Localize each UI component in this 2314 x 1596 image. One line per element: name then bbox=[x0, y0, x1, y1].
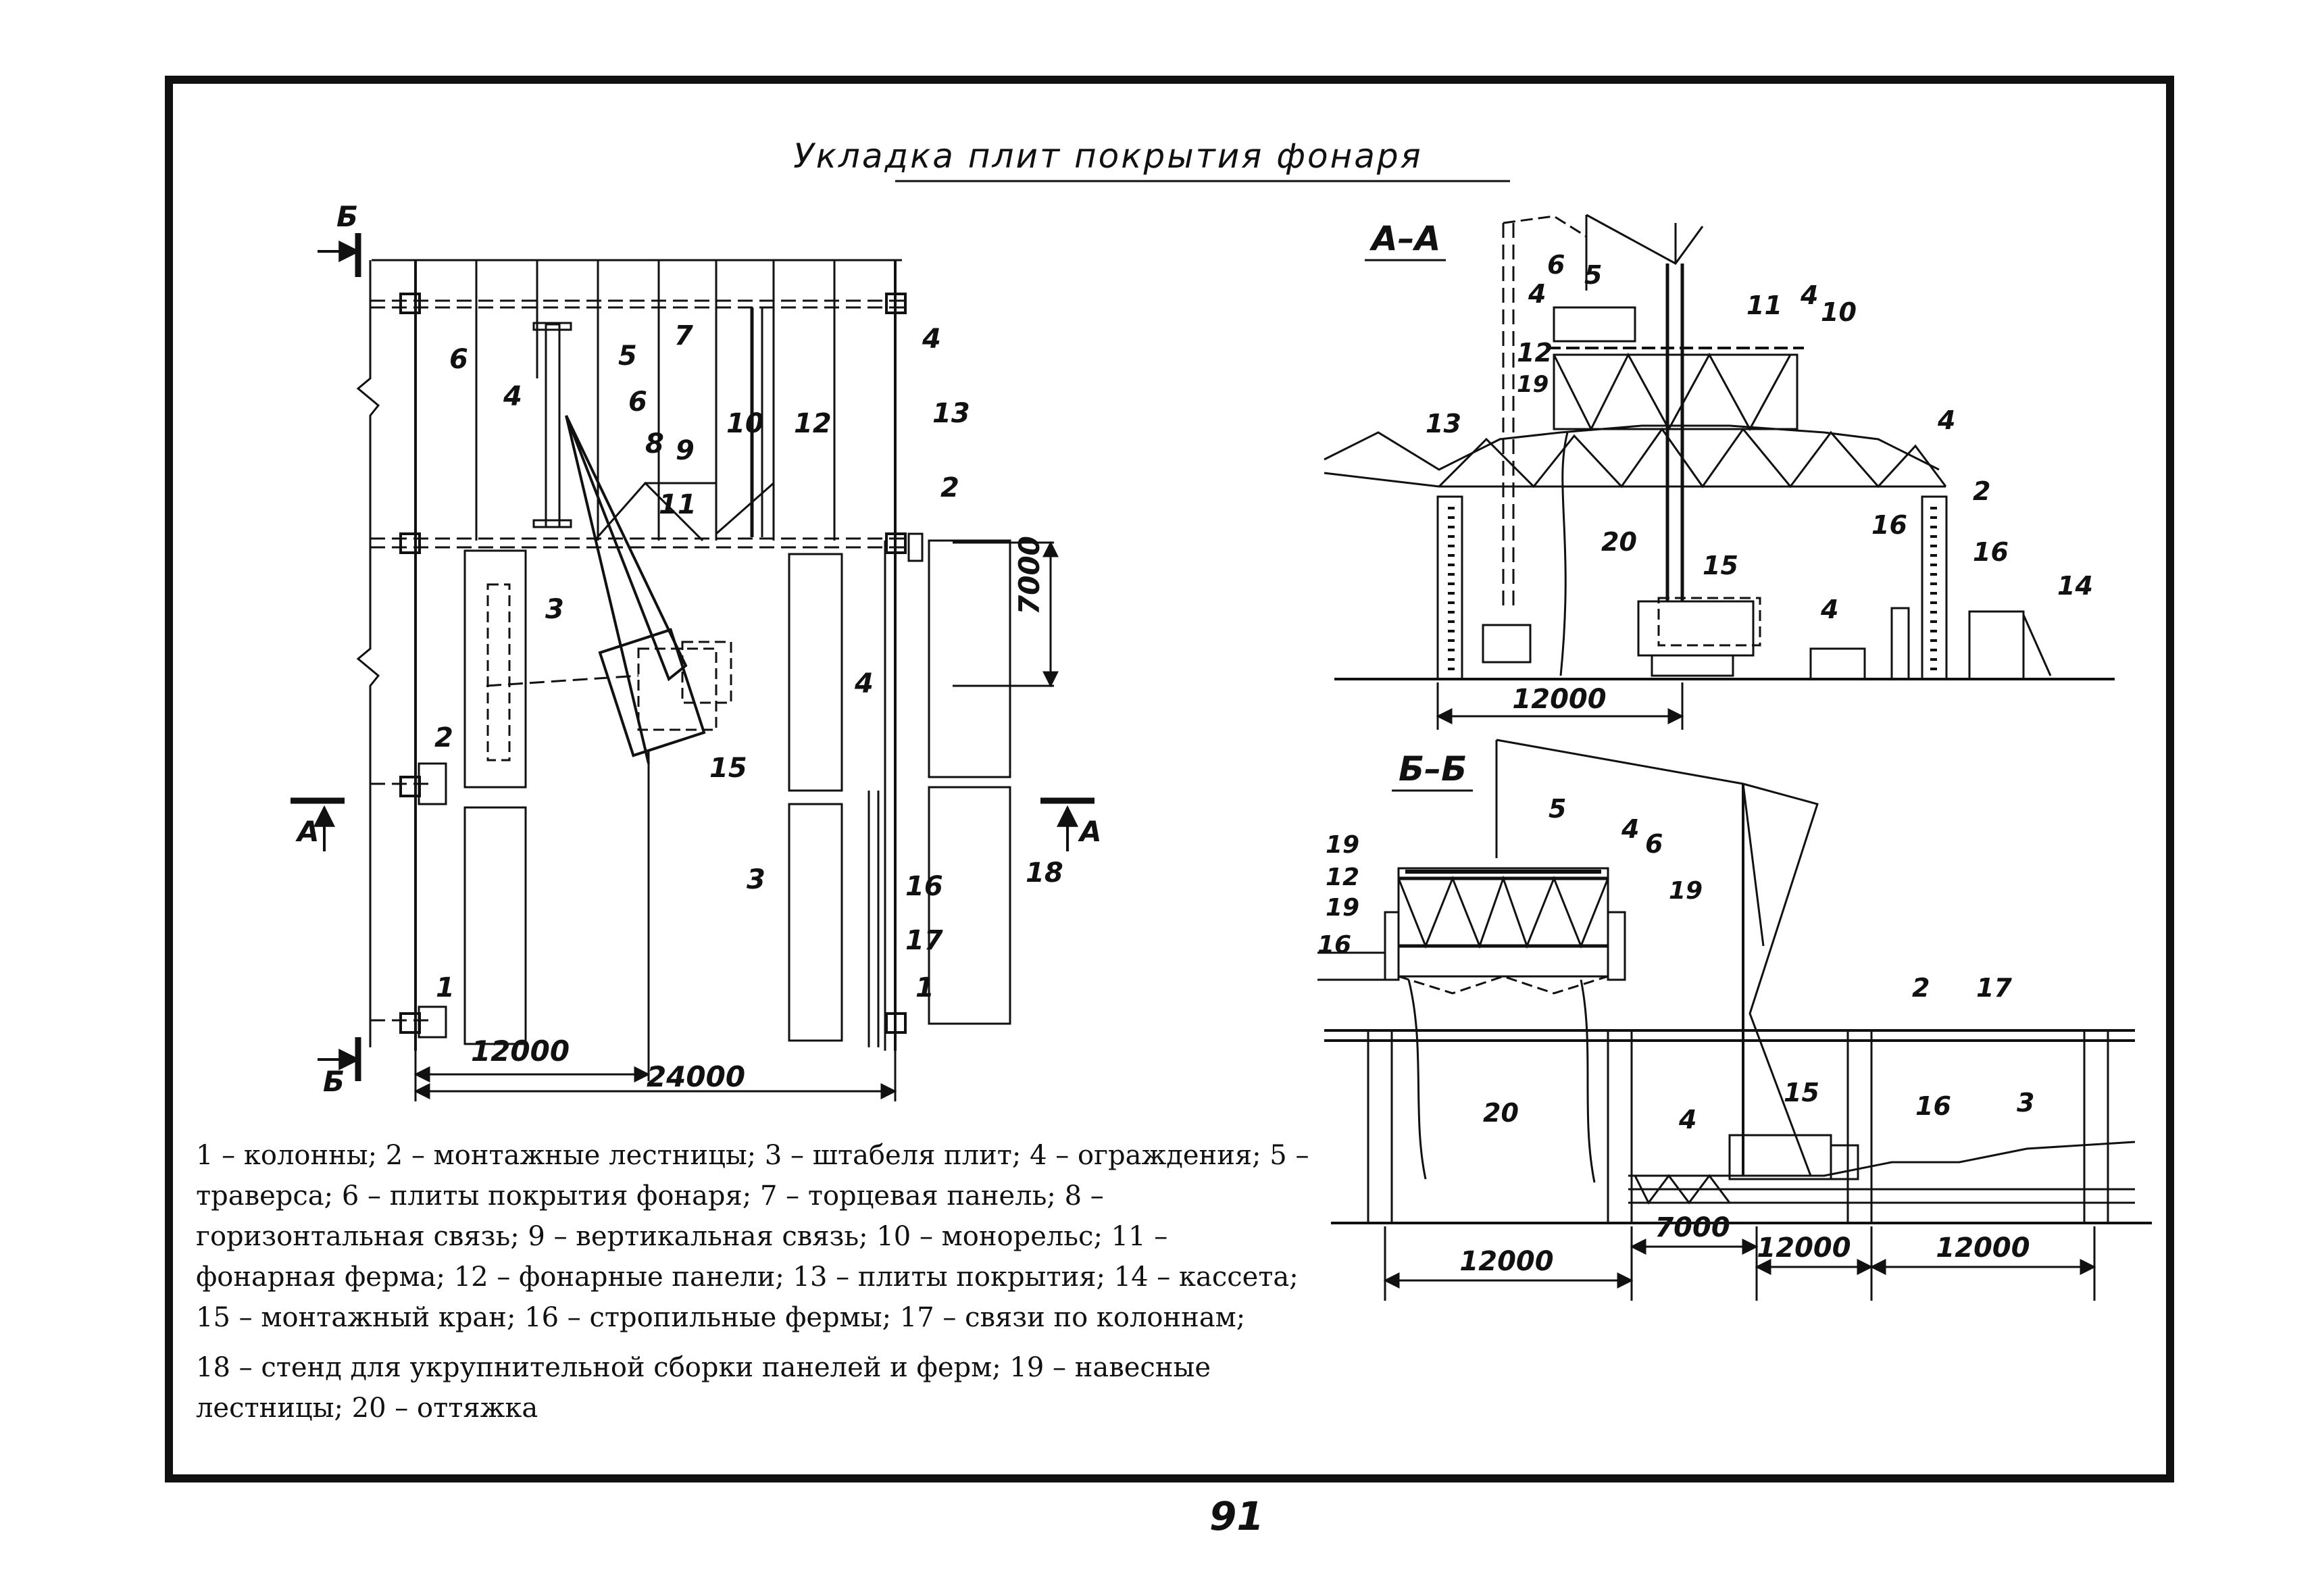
plan-label-11: 11 bbox=[659, 489, 697, 520]
aa-label-16b: 16 bbox=[1973, 537, 2009, 567]
plan-label-6b: 6 bbox=[628, 386, 647, 418]
plan-label-5: 5 bbox=[618, 341, 637, 372]
aa-label-5: 5 bbox=[1584, 260, 1602, 290]
title: Укладка плит покрытия фонаря bbox=[793, 136, 1423, 176]
plan-dim-7000: 7000 bbox=[1013, 536, 1046, 615]
plan-label-6a: 6 bbox=[449, 344, 468, 375]
bb-label-16b: 16 bbox=[1915, 1091, 1951, 1121]
bb-label-19a: 19 bbox=[1326, 831, 1359, 859]
section-aa-dim-12000: 12000 bbox=[1512, 684, 1606, 715]
plan-dim-24000: 24000 bbox=[647, 1060, 745, 1093]
plan-label-3a: 3 bbox=[545, 594, 564, 625]
bb-label-20: 20 bbox=[1483, 1098, 1519, 1128]
plan-label-16: 16 bbox=[905, 871, 943, 902]
bb-label-17: 17 bbox=[1976, 973, 2012, 1003]
plan-label-1a: 1 bbox=[436, 972, 455, 1003]
plan-label-1b: 1 bbox=[915, 972, 934, 1003]
aa-label-20: 20 bbox=[1601, 527, 1637, 557]
section-marker-b-bottom: Б bbox=[323, 1065, 345, 1098]
legend-line: 1 – колонны; 2 – монтажные лестницы; 3 –… bbox=[196, 1140, 1309, 1333]
section-bb-callouts: 5 4 6 19 12 19 19 16 2 17 20 4 15 16 3 bbox=[1317, 794, 2034, 1134]
section-aa-callouts: 6 5 11 4 10 4 12 19 13 4 2 16 20 15 16 1… bbox=[1426, 250, 2093, 624]
legend: 1 – колонны; 2 – монтажные лестницы; 3 –… bbox=[196, 1135, 1311, 1428]
section-bb-dim-7000: 7000 bbox=[1655, 1212, 1730, 1243]
plan-callouts: 6 7 5 4 6 4 13 8 9 10 12 2 11 3 15 4 2 3… bbox=[434, 320, 1063, 1003]
aa-label-15: 15 bbox=[1703, 551, 1738, 580]
bb-label-15: 15 bbox=[1784, 1078, 1819, 1107]
plan-label-4a: 4 bbox=[503, 381, 522, 412]
aa-label-6: 6 bbox=[1547, 250, 1565, 280]
plan-label-3b: 3 bbox=[747, 864, 765, 895]
aa-label-12: 12 bbox=[1517, 338, 1553, 368]
aa-label-16a: 16 bbox=[1871, 510, 1907, 540]
plan-label-8: 8 bbox=[645, 428, 664, 459]
plan-dim-12000: 12000 bbox=[471, 1034, 570, 1068]
aa-label-4d: 4 bbox=[1820, 595, 1838, 624]
aa-label-4b: 4 bbox=[1528, 279, 1546, 309]
section-bb-view bbox=[1317, 739, 2152, 1301]
aa-label-4c: 4 bbox=[1937, 405, 1955, 435]
plan-label-18: 18 bbox=[1026, 857, 1063, 889]
page-frame bbox=[165, 76, 2174, 1482]
plan-label-15: 15 bbox=[709, 753, 747, 784]
plan-label-9: 9 bbox=[676, 435, 695, 466]
aa-label-14: 14 bbox=[2057, 571, 2093, 601]
section-marker-a-left: А bbox=[295, 815, 320, 848]
section-aa-view bbox=[1324, 214, 2115, 730]
plan-label-10: 10 bbox=[726, 408, 764, 439]
section-bb-dim-12000b: 12000 bbox=[1757, 1232, 1851, 1264]
bb-label-16a: 16 bbox=[1317, 931, 1351, 959]
aa-label-11: 11 bbox=[1746, 291, 1782, 320]
bb-label-6: 6 bbox=[1645, 829, 1663, 859]
plan-label-13: 13 bbox=[932, 398, 970, 429]
aa-label-10: 10 bbox=[1821, 297, 1857, 327]
section-bb-dim-12000c: 12000 bbox=[1936, 1232, 2030, 1264]
plan-label-4c: 4 bbox=[854, 668, 874, 699]
plan-label-2a: 2 bbox=[940, 472, 959, 503]
plan-label-12: 12 bbox=[794, 408, 832, 439]
page-number: 91 bbox=[1209, 1493, 1264, 1539]
bb-label-4: 4 bbox=[1621, 814, 1639, 844]
plan-view bbox=[291, 233, 1095, 1101]
bb-label-2: 2 bbox=[1912, 973, 1930, 1003]
section-b-title: Б–Б bbox=[1399, 749, 1467, 789]
plan-label-7: 7 bbox=[674, 320, 693, 351]
aa-label-2: 2 bbox=[1973, 476, 1990, 506]
bb-label-12: 12 bbox=[1326, 864, 1359, 891]
section-marker-b-top: Б bbox=[336, 200, 358, 233]
bb-label-4b: 4 bbox=[1678, 1105, 1696, 1134]
bb-label-5: 5 bbox=[1549, 794, 1566, 824]
section-marker-a-right: А bbox=[1078, 815, 1102, 848]
aa-label-4a: 4 bbox=[1800, 280, 1818, 310]
bb-label-3: 3 bbox=[2017, 1088, 2034, 1118]
legend-line: 18 – стенд для укрупнительной сборки пан… bbox=[196, 1352, 1211, 1424]
section-bb-dim-12000a: 12000 bbox=[1459, 1246, 1553, 1277]
bb-label-19c: 19 bbox=[1669, 877, 1703, 905]
plan-label-2b: 2 bbox=[434, 722, 453, 753]
bb-label-19b: 19 bbox=[1326, 894, 1359, 922]
plan-label-4b: 4 bbox=[922, 324, 941, 355]
plan-label-17: 17 bbox=[905, 925, 943, 956]
aa-label-19: 19 bbox=[1517, 371, 1549, 398]
section-a-title: А–А bbox=[1369, 219, 1440, 258]
aa-label-13: 13 bbox=[1426, 409, 1461, 439]
